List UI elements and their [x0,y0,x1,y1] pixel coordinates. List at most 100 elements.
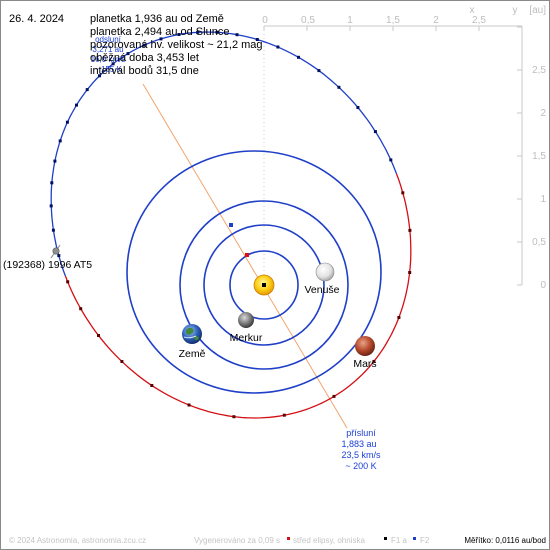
orbit-position-point [75,103,78,107]
asteroid-icon [50,244,61,259]
x-tick-label: 1,5 [386,15,400,26]
planet-orbits [126,150,382,394]
info-block: planetka 1,936 au od Země planetka 2,494… [90,13,263,77]
orbit-position-point [401,191,405,195]
orbit-position-point [98,74,101,78]
aphelion-speed: 16,0 km/s [91,55,126,64]
orbit-position-point [389,158,393,162]
interval-info: interval bodů 31,5 dne [90,65,199,77]
x-axis-title: x [470,5,475,16]
axis-unit: [au] [529,5,546,16]
x-axis-ticks [263,26,523,31]
earth-orbit [179,200,349,370]
orbit-position-point [177,33,181,36]
orbit-position-point [142,43,146,47]
mercury-orbit [229,250,299,320]
x-tick-label: 0 [262,15,268,26]
orbit-position-point [276,45,280,49]
orbit-position-point [317,69,321,73]
orbit-position-point [66,280,70,284]
mercury-label: Merkur [230,332,263,344]
orbit-position-point [159,37,163,41]
axis-grid [263,25,523,286]
second-focus-marker [245,253,249,257]
orbit-position-point [51,228,55,232]
orbit-position-point [50,181,54,185]
orbit-position-point [187,403,191,407]
aphelion-label: odsluní 3,271 au 16,0 km/s ~ 155 K [91,35,126,74]
mercury-planet-icon [238,312,254,328]
orbit-position-point [57,254,61,258]
orbit-position-point [53,159,57,163]
y-tick-label: 0 [540,280,546,291]
orbit-position-point [49,204,53,208]
date-label: 26. 4. 2024 [9,13,64,25]
asteroid-orbit-red-arc [64,173,412,419]
generated-time: Vygenerováno za 0,09 s [194,536,280,545]
perihelion-speed: 23,5 km/s [341,450,381,460]
orbit-position-point [58,139,62,143]
orbit-position-point [235,33,239,37]
orbit-position-point [397,316,401,319]
venus-planet-icon [315,262,335,282]
center-legend-label: střed elipsy, ohniska [293,536,365,545]
perihelion-temperature: ~ 200 K [345,461,376,471]
aphelion-temperature: ~ 155 K [94,65,122,74]
orbit-position-point [111,62,115,66]
magnitude-info: pozorovaná hv. velikost ~ 21,2 mag [90,39,263,51]
y-tick-label: 2,5 [532,65,546,76]
orbit-position-point [356,106,360,109]
orbit-position-point [255,38,259,41]
asteroid-name-label: (192368) 1996 AT5 [3,259,92,271]
orbit-position-point [85,88,89,92]
orbit-position-point [79,307,83,311]
y-tick-label: 1,5 [532,151,546,162]
y-tick-label: 1 [540,194,546,205]
y-tick-label: 2 [540,108,546,119]
y-tick-label: 0,5 [532,237,546,248]
x-tick-label: 2 [433,15,439,26]
period-info: oběžná doba 3,453 let [90,52,199,64]
orbit-position-point [337,85,341,89]
x-tick-label: 2,5 [472,15,486,26]
earth-distance-info: planetka 1,936 au od Země [90,13,224,25]
center-legend-marker [287,537,290,540]
aphelion-distance: 3,271 au [92,45,123,54]
orbit-position-point [408,228,412,232]
orbit-position-point [373,130,377,134]
orbit-position-point [332,394,336,398]
sun-icon [253,274,275,296]
asteroid-position-points [49,30,412,419]
orbit-position-point [408,271,412,274]
orbit-position-point [282,413,286,417]
orbit-position-point [120,360,124,363]
mars-label: Mars [353,358,376,370]
orbit-position-point [297,55,300,59]
axis-labels: 0 0,5 1 1,5 2 2,5 x y [au] 2,5 2 1,5 1 0… [262,5,546,291]
scale-label: Měřítko: 0,0116 au/bod [464,536,546,545]
footer: © 2024 Astronomia, astronomia.zcu.cz Vyg… [9,536,546,545]
venus-label: Venuše [304,284,339,296]
y-axis-ticks [517,26,522,286]
mars-orbit [126,150,382,394]
x-tick-label: 0,5 [301,15,315,26]
orbit-position-point [232,415,236,419]
orbit-position-point [65,120,69,124]
f1-legend-label: F1 a [391,536,408,545]
f2-legend-marker [413,537,416,540]
f1-legend-marker [384,537,387,540]
orbit-position-point [372,359,376,363]
f2-legend-label: F2 [420,536,430,545]
aphelion-title: odsluní [95,35,122,44]
mars-planet-icon [355,336,375,356]
copyright-link[interactable]: © 2024 Astronomia, astronomia.zcu.cz [9,536,146,545]
perihelion-label: přísluní 1,883 au 23,5 km/s ~ 200 K [341,428,381,471]
earth-label: Země [179,348,206,360]
orbit-position-point [126,52,130,56]
orbit-position-point [215,30,219,34]
sun-distance-info: planetka 2,494 au od Slunce [90,26,229,38]
perihelion-distance: 1,883 au [341,439,376,449]
orbit-position-point [150,384,154,387]
x-tick-label: 1 [347,15,353,26]
